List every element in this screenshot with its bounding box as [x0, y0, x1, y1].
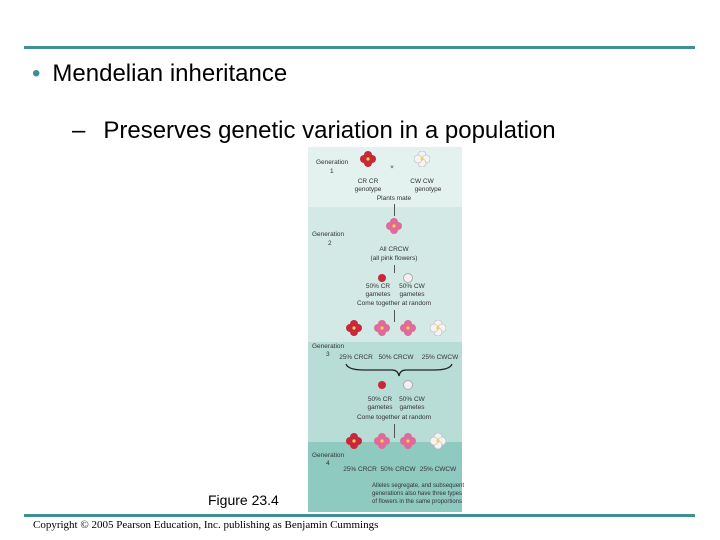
gen3-random-label: Come together at random — [357, 415, 431, 422]
gen3-proportion-1: 25% CRCR — [339, 355, 373, 362]
red-gamete-icon — [378, 274, 386, 282]
bullet-1: • Mendelian inheritance — [32, 60, 287, 88]
bullet-marker: • — [32, 60, 40, 87]
gen4-proportion-3: 25% CWCW — [420, 467, 456, 474]
top-rule — [24, 46, 695, 49]
gen2-gamete-right-sub: gametes — [400, 292, 425, 299]
red-flower-icon — [346, 433, 362, 449]
pink-flower-icon — [374, 433, 390, 449]
gen2-all-genotype: All CRCW — [379, 247, 408, 254]
gen1-left-genotype-sub: genotype — [355, 187, 382, 194]
gen2-gamete-right: 50% CW — [399, 284, 425, 291]
gen3-bracket — [344, 362, 454, 378]
gen1-label: Generation — [316, 160, 348, 167]
gen3-gamete-left-sub: gametes — [368, 405, 393, 412]
gen2-gamete-left-sub: gametes — [366, 292, 391, 299]
bullet-2: –Preserves genetic variation in a popula… — [72, 117, 556, 145]
connector-line — [394, 424, 395, 438]
gen3-gamete-left: 50% CR — [368, 397, 392, 404]
gen3-number: 3 — [326, 352, 330, 359]
connector-line — [394, 204, 395, 216]
pink-flower-icon — [400, 320, 416, 336]
connector-line — [394, 265, 395, 273]
pink-flower-icon — [386, 218, 402, 234]
gen2-gamete-left: 50% CR — [366, 284, 390, 291]
gen4-note-line-2: generations also have three types — [372, 491, 462, 497]
gen4-proportion-1: 25% CRCR — [343, 467, 377, 474]
gen1-right-genotype-sub: genotype — [415, 187, 442, 194]
gen2-number: 2 — [328, 241, 332, 248]
pink-flower-icon — [374, 320, 390, 336]
white-flower-icon — [430, 320, 446, 336]
gen1-right-genotype: CW CW — [410, 179, 433, 186]
white-flower-icon — [414, 151, 430, 167]
gen1-left-genotype: CR CR — [358, 179, 379, 186]
bullet-1-text: Mendelian inheritance — [52, 60, 287, 87]
gen4-label: Generation — [312, 453, 344, 460]
copyright-notice: Copyright © 2005 Pearson Education, Inc.… — [33, 519, 378, 531]
gen4-proportion-2: 50% CRCW — [380, 467, 415, 474]
sub-bullet-marker: – — [72, 117, 85, 144]
gen3-proportion-3: 25% CWCW — [422, 355, 458, 362]
figure-caption: Figure 23.4 — [208, 492, 279, 508]
bottom-rule — [24, 514, 695, 517]
gen3-proportion-2: 50% CRCW — [378, 355, 413, 362]
gen2-random-label: Come together at random — [357, 301, 431, 308]
bullet-2-text: Preserves genetic variation in a populat… — [103, 117, 555, 144]
white-gamete-icon — [403, 273, 413, 283]
red-flower-icon — [360, 151, 376, 167]
gen3-gamete-right: 50% CW — [399, 397, 425, 404]
gen2-label: Generation — [312, 232, 344, 239]
red-gamete-icon — [378, 381, 386, 389]
connector-line — [394, 310, 395, 322]
gen1-number: 1 — [330, 169, 334, 176]
cross-symbol: × — [390, 165, 394, 172]
white-flower-icon — [430, 433, 446, 449]
gen3-label: Generation — [312, 344, 344, 351]
plants-mate-label: Plants mate — [377, 196, 411, 203]
red-flower-icon — [346, 320, 362, 336]
pink-flower-icon — [400, 433, 416, 449]
gen4-note-line-3: of flowers in the same proportions — [372, 499, 462, 505]
gen2-all-phenotype: (all pink flowers) — [371, 256, 418, 263]
inheritance-figure: Generation 1 × CR CR genotype CW CW geno… — [308, 147, 462, 512]
white-gamete-icon — [403, 380, 413, 390]
gen3-gamete-right-sub: gametes — [400, 405, 425, 412]
gen4-number: 4 — [326, 461, 330, 468]
gen4-note-line-1: Alleles segregate, and subsequent — [372, 483, 464, 489]
